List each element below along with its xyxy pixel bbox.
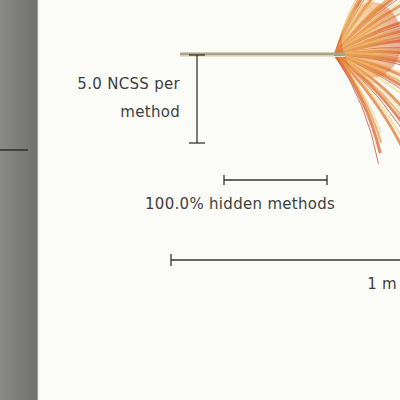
- scale-label: 100.0% hidden methods: [145, 190, 335, 218]
- horizontal-scale-bar: [224, 179, 327, 180]
- scale-label: 5.0 NCSS per method: [55, 70, 180, 126]
- glyph-stem: [180, 53, 345, 56]
- vertical-scale-bar: [196, 55, 197, 143]
- paper-edge: [38, 0, 39, 400]
- feather-glyph: [335, 0, 400, 175]
- scale-tick: [326, 175, 327, 185]
- scale-tick: [170, 254, 171, 266]
- scale-label: 1 m: [367, 270, 397, 298]
- scale-tick: [223, 175, 224, 185]
- scale-tick: [189, 142, 205, 143]
- scale-tick: [189, 54, 205, 55]
- length-scale-bar: [171, 259, 400, 260]
- feather-core: [342, 2, 400, 78]
- table-surface: [0, 0, 38, 400]
- surface-line: [0, 149, 28, 151]
- glyph-stem-highlight: [180, 56, 345, 57]
